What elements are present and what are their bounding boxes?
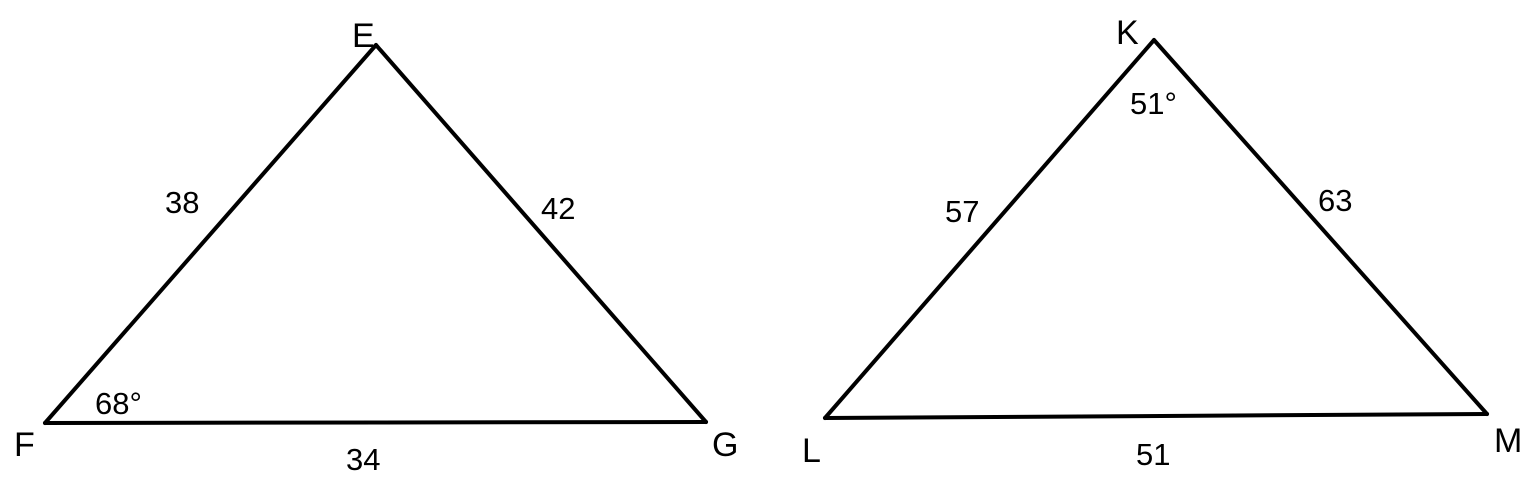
side-label-eg: 42: [541, 191, 575, 226]
side-eg: [374, 43, 708, 424]
vertex-label-e: E: [352, 17, 375, 55]
vertex-label-g: G: [712, 426, 738, 464]
angle-label-k: 51°: [1130, 86, 1177, 121]
side-fg: [43, 420, 708, 425]
triangle-klm: K L M 57 63 51 51°: [802, 14, 1522, 472]
side-label-km: 63: [1318, 183, 1352, 218]
vertex-label-k: K: [1116, 14, 1139, 52]
side-label-fg: 34: [346, 442, 380, 477]
vertex-label-l: L: [802, 432, 821, 470]
vertex-label-f: F: [14, 426, 35, 464]
side-lm: [823, 412, 1489, 420]
side-label-ef: 38: [165, 185, 199, 220]
vertex-label-m: M: [1494, 422, 1522, 460]
angle-label-f: 68°: [95, 386, 142, 421]
triangle-efg: E F G 38 42 34 68°: [14, 17, 738, 477]
side-km: [1152, 38, 1489, 416]
side-ef: [43, 43, 378, 425]
side-label-kl: 57: [945, 194, 979, 229]
side-kl: [823, 38, 1156, 420]
side-label-lm: 51: [1136, 437, 1170, 472]
